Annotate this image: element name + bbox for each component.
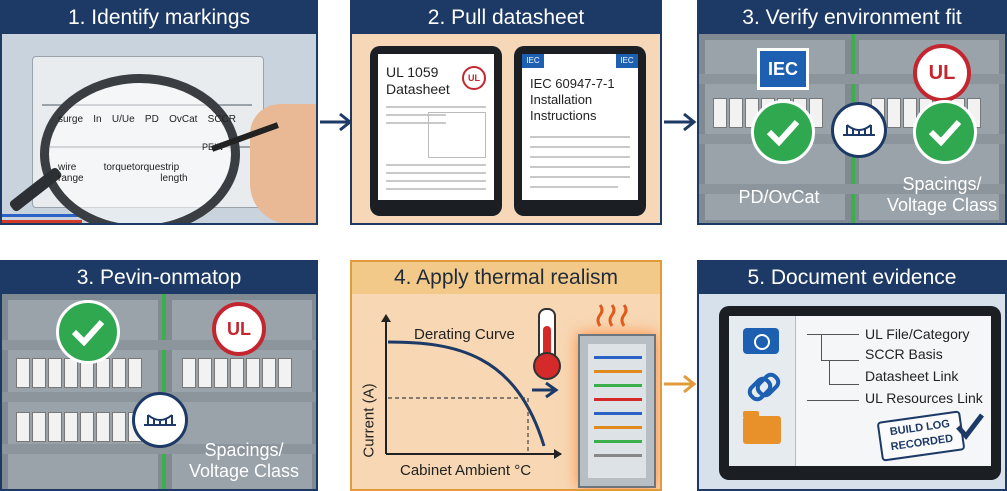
link-icon — [744, 369, 784, 405]
step-title: 5. Document evidence — [699, 262, 1005, 294]
y-axis-arrow-icon — [381, 314, 391, 322]
curve-label: Derating Curve — [414, 326, 515, 343]
x-axis-label: Cabinet Ambient °C — [400, 462, 532, 479]
heat-waves-icon — [596, 304, 628, 327]
marking-label: surge — [58, 114, 84, 125]
step-5-panel: 5. Document evidence — [697, 260, 1007, 491]
doc-title: UL 1059 — [386, 64, 439, 80]
markings-row-2: wire range torque torque strip length — [58, 162, 208, 184]
enclosure-with-wiring — [578, 334, 656, 488]
checkmark-icon — [751, 100, 815, 164]
evidence-field: Datasheet Link — [865, 368, 959, 384]
marking-label: wire range — [58, 162, 84, 184]
evidence-field: SCCR Basis — [865, 346, 943, 362]
marking-label: strip length — [160, 162, 188, 184]
arrow-right-icon — [664, 374, 697, 394]
voltage-class-label: Voltage Class — [886, 195, 998, 215]
magnifier-icon — [40, 74, 240, 223]
step-title: 3. Pevin-onmatop — [2, 262, 316, 294]
bridge-icon — [132, 392, 188, 448]
marking-label: OvCat — [169, 114, 198, 125]
marking-label: PD — [144, 114, 159, 125]
guide-line — [388, 397, 529, 454]
camera-icon — [743, 328, 779, 354]
spacings-label: Spacings/ — [204, 440, 284, 460]
ul-logo-icon: UL — [913, 44, 971, 102]
doc-title: Instructions — [530, 108, 597, 123]
step-3-panel: 3. Verify environment fit IEC UL PD/OvCa… — [697, 0, 1007, 225]
marking-label: torque — [103, 162, 132, 173]
iec-logo-icon: IEC — [522, 54, 544, 68]
iec-logo-icon: IEC — [616, 54, 638, 68]
arrow-right-icon — [532, 381, 559, 399]
evidence-field: UL File/Category — [865, 326, 970, 342]
step-2-panel: 2. Pull datasheet UL 1059 Datasheet UL I… — [350, 0, 662, 225]
iec-logo-icon: IEC — [757, 48, 809, 90]
evidence-field: UL Resources Link — [865, 390, 983, 406]
marking-label: torque — [131, 162, 161, 173]
pd-ovcat-label: PD/OvCat — [738, 187, 820, 207]
hand-with-pen — [250, 104, 316, 223]
step-title: 3. Verify environment fit — [699, 2, 1005, 34]
marking-label: SCCR — [207, 114, 236, 125]
derating-chart — [381, 314, 562, 459]
marking-label: In — [93, 114, 102, 125]
step-1-panel: 1. Identify markings surge In U/Ue PD Ov… — [0, 0, 318, 225]
step-4-panel: 4. Apply thermal realism Derating Curve … — [350, 260, 662, 491]
ul-logo-text: UL — [928, 61, 956, 84]
voltage-class-label: Voltage Class — [188, 461, 300, 481]
spacings-label: Spacings/ — [902, 174, 982, 194]
instructions-tablet: IEC IEC IEC 60947-7-1 Installation Instr… — [514, 46, 646, 216]
ul-logo-text: UL — [227, 318, 251, 339]
doc-title: Installation — [530, 92, 593, 107]
markings-row-1: surge In U/Ue PD OvCat SCCR — [58, 114, 236, 125]
doc-title: Datasheet — [386, 81, 450, 97]
arrow-right-icon — [664, 112, 697, 132]
step-title: 4. Apply thermal realism — [352, 262, 660, 294]
evidence-tablet: UL File/Category SCCR Basis Datasheet Li… — [719, 306, 1001, 480]
ul-logo-icon: UL — [212, 302, 266, 356]
checkmark-icon — [956, 413, 984, 440]
derating-curve — [387, 340, 546, 447]
marking-label: U/Ue — [111, 114, 135, 125]
folder-icon — [743, 411, 781, 444]
bridge-icon — [831, 102, 887, 158]
x-axis-arrow-icon — [554, 449, 562, 459]
step-title: 1. Identify markings — [2, 2, 316, 34]
checkmark-icon — [56, 300, 120, 364]
checkmark-icon — [913, 100, 977, 164]
y-axis-label: Current (A) — [360, 383, 378, 458]
step-title: 2. Pull datasheet — [352, 2, 660, 34]
arrow-right-icon — [320, 112, 353, 132]
datasheet-tablet: UL 1059 Datasheet UL — [370, 46, 502, 216]
step-3b-panel: 3. Pevin-onmatop UL Spacings/ Voltage Cl… — [0, 260, 318, 491]
doc-title: IEC 60947-7-1 — [530, 76, 615, 91]
build-log-stamp: BUILD LOG RECORDED — [876, 410, 966, 462]
ul-logo-icon: UL — [462, 66, 486, 90]
